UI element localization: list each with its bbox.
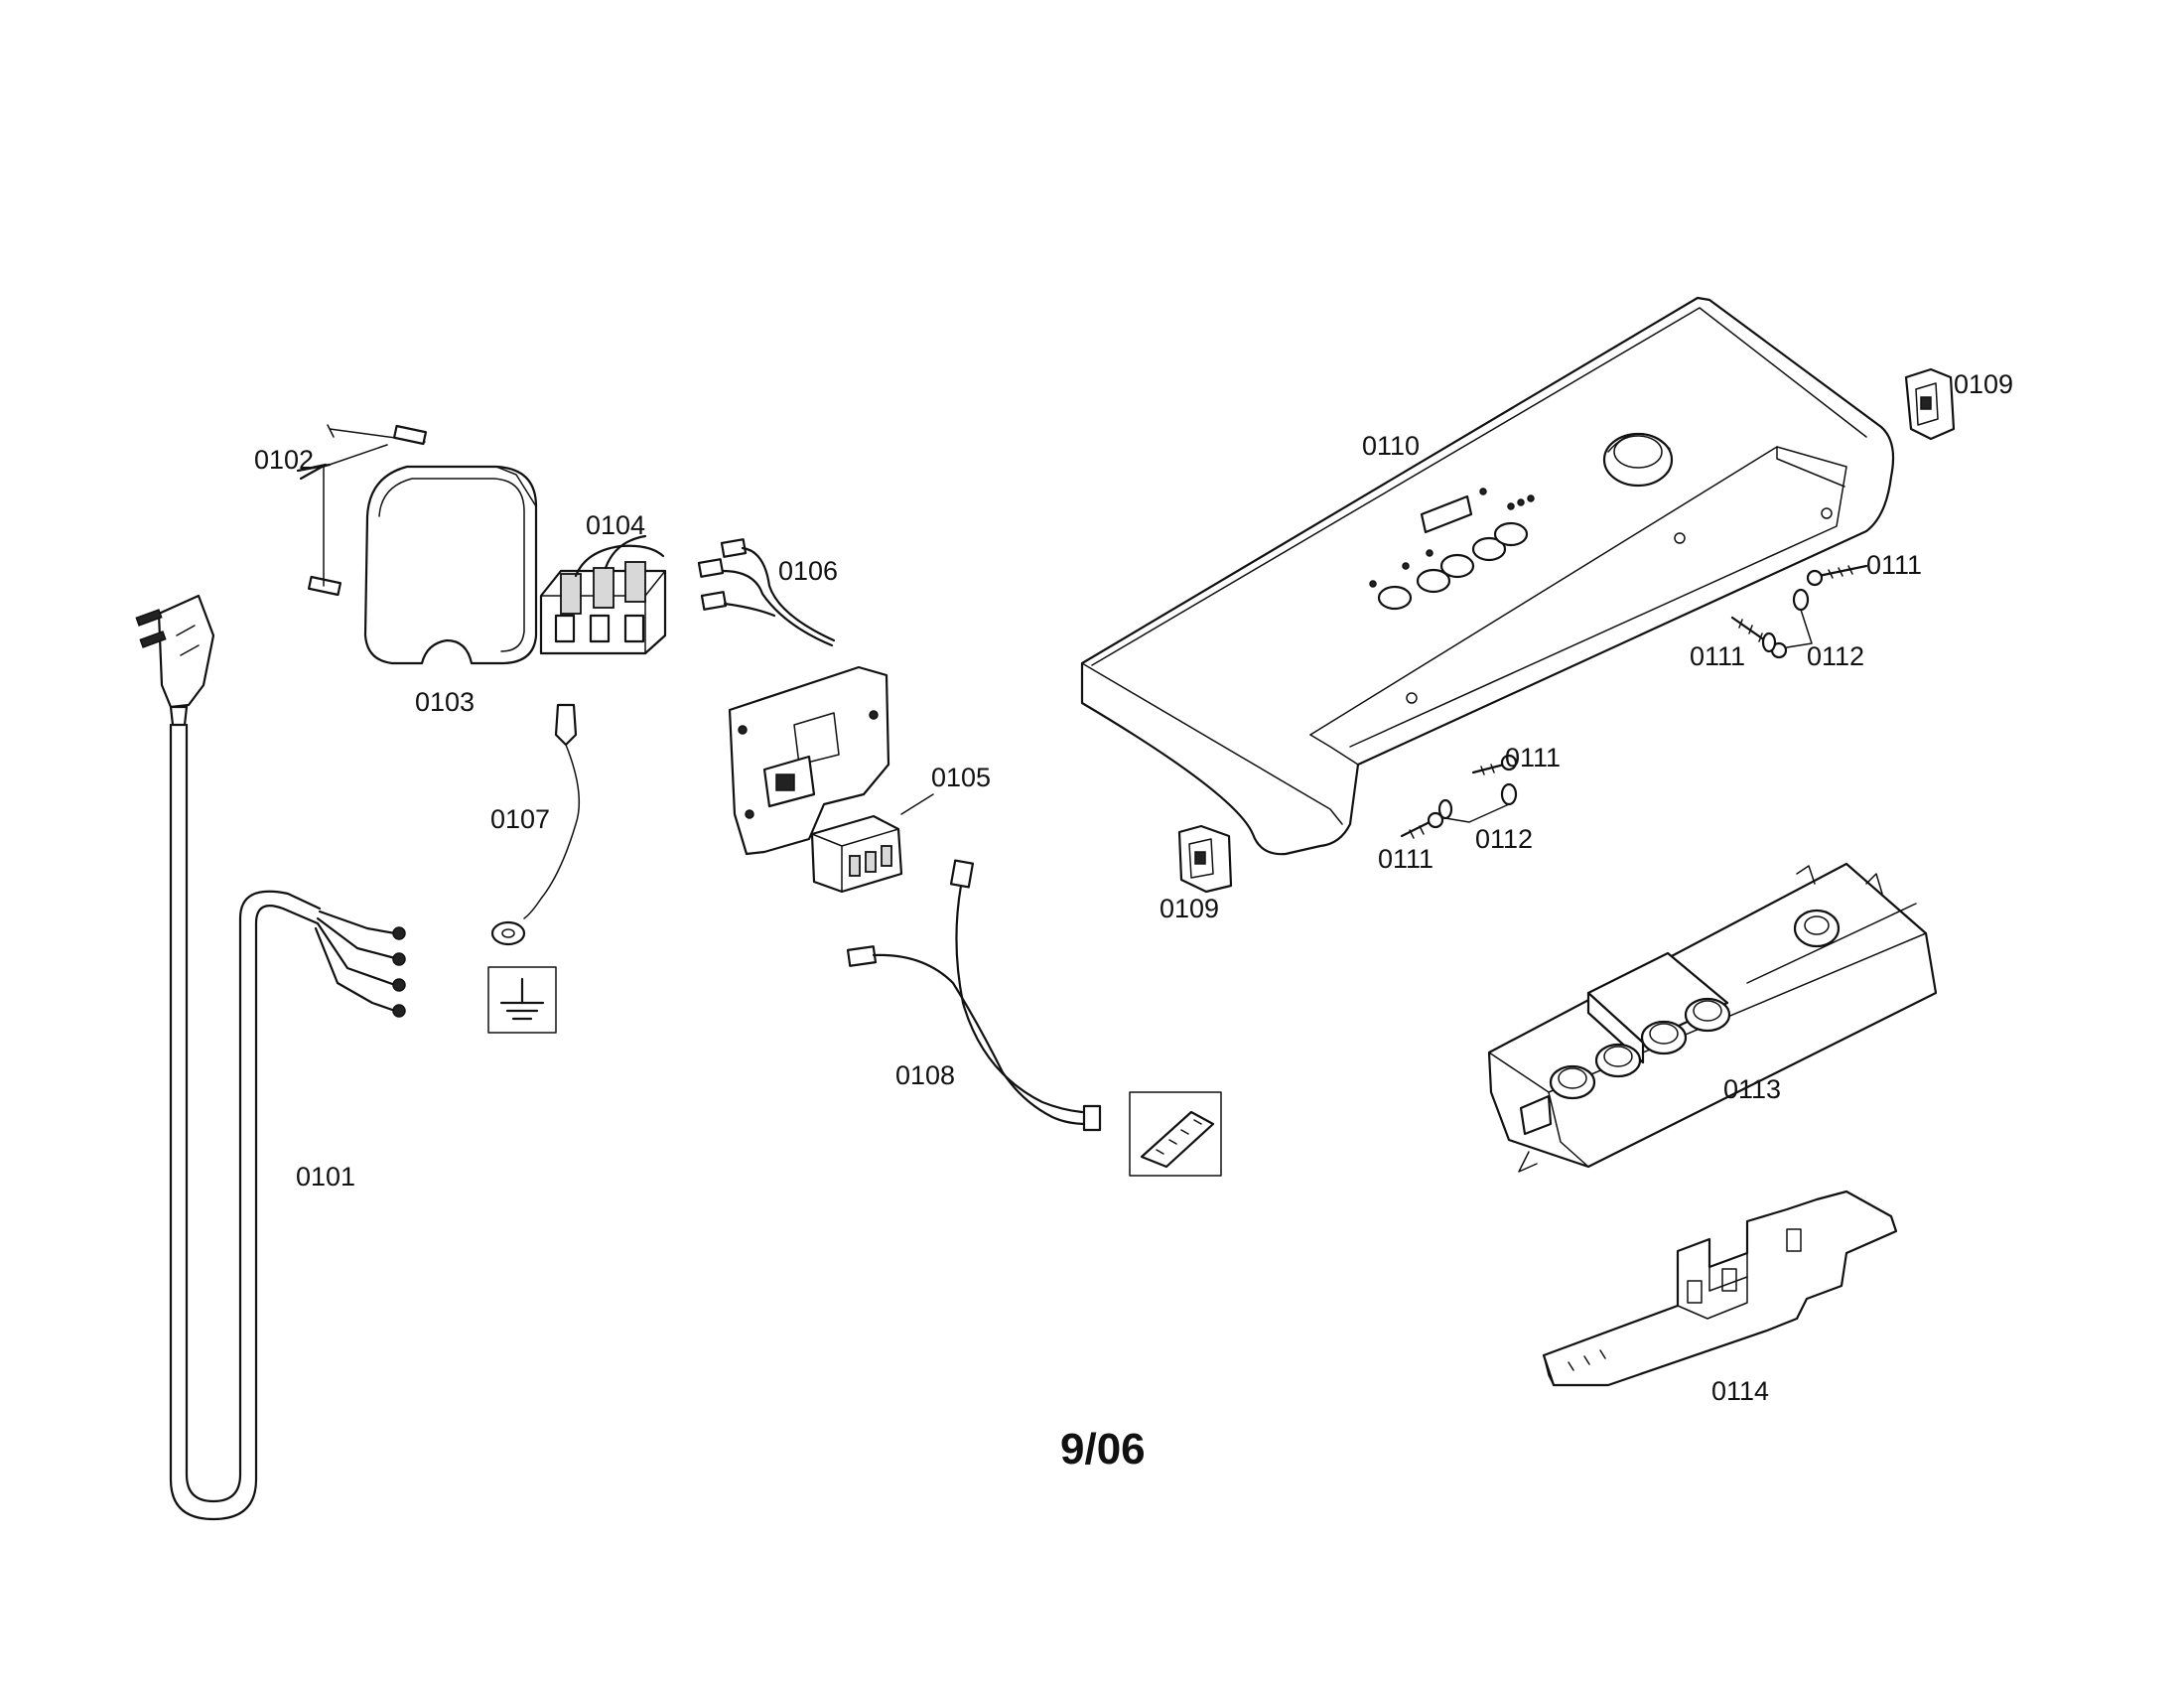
part-label-0110: 0110 bbox=[1362, 431, 1420, 461]
part-label-0109-bottom: 0109 bbox=[1160, 894, 1219, 923]
part-label-0101: 0101 bbox=[296, 1162, 355, 1192]
screws-washers-right: 0111 0111 0112 bbox=[1690, 550, 1922, 671]
panel-clip-0109-top: 0109 bbox=[1904, 367, 2013, 441]
part-label-0111-c: 0111 bbox=[1505, 743, 1561, 772]
revision-date: 9/06 bbox=[1060, 1425, 1146, 1474]
screws-washers-bottom: 0111 0111 0112 bbox=[1378, 743, 1561, 874]
board-support-0114: 0114 bbox=[1542, 1190, 1898, 1406]
part-label-0114: 0114 bbox=[1711, 1376, 1769, 1406]
connector-board-detail bbox=[1129, 1091, 1222, 1177]
mounting-bracket-0105 bbox=[728, 665, 890, 856]
control-panel-0110: 0110 bbox=[1080, 296, 1895, 856]
part-label-0107: 0107 bbox=[490, 804, 550, 834]
cover-screws-0102: 0102 bbox=[254, 424, 428, 597]
ground-wire-0107: 0107 bbox=[487, 703, 581, 1034]
part-label-0106: 0106 bbox=[778, 556, 838, 586]
wire-jumpers-0106: 0106 bbox=[697, 538, 838, 647]
ground-symbol-icon bbox=[487, 966, 557, 1034]
part-label-0112-a: 0112 bbox=[1807, 641, 1864, 671]
wire-harness-0108: 0108 bbox=[846, 859, 1222, 1177]
part-label-0112-b: 0112 bbox=[1475, 824, 1533, 854]
terminal-block-0104: 0104 bbox=[539, 510, 667, 655]
part-label-0111-d: 0111 bbox=[1378, 844, 1433, 874]
part-label-0111-a: 0111 bbox=[1866, 550, 1922, 580]
terminal-block-cover-0103: 0103 bbox=[363, 465, 538, 717]
part-label-0113: 0113 bbox=[1723, 1074, 1781, 1104]
part-label-0103: 0103 bbox=[415, 687, 475, 717]
part-label-0102: 0102 bbox=[254, 445, 314, 475]
part-label-0109-top: 0109 bbox=[1954, 369, 2013, 399]
part-label-0105: 0105 bbox=[931, 763, 991, 792]
relay-0105: 0105 bbox=[810, 763, 991, 894]
control-board-0113: 0113 bbox=[1487, 862, 1938, 1173]
panel-clip-0109-bottom: 0109 bbox=[1160, 824, 1233, 923]
power-cord-0101: 0101 bbox=[135, 594, 406, 1521]
part-label-0111-b: 0111 bbox=[1690, 641, 1745, 671]
part-label-0108: 0108 bbox=[895, 1060, 955, 1090]
part-label-0104: 0104 bbox=[586, 510, 645, 540]
